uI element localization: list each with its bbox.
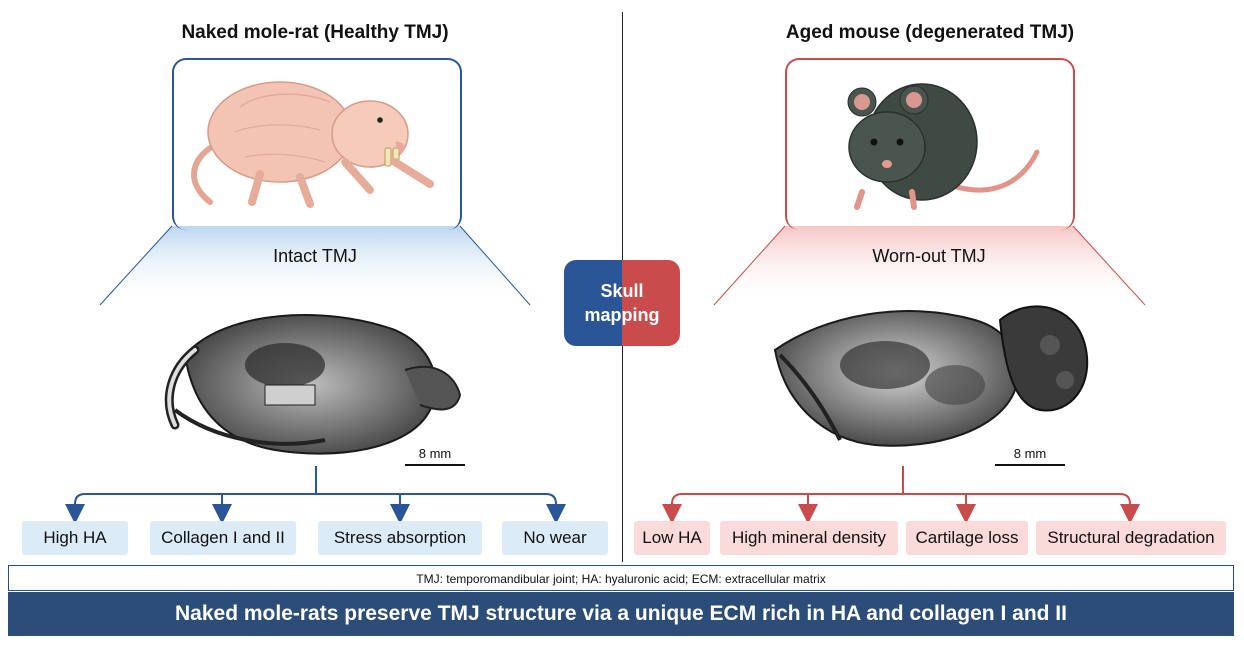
tag-collagen: Collagen I and II (150, 521, 296, 555)
right-panel-title: Aged mouse (degenerated TMJ) (785, 22, 1075, 43)
right-sublabel: Worn-out TMJ (872, 246, 986, 266)
naked-mole-rat-icon (191, 81, 434, 208)
abbreviation-footnote: TMJ: temporomandibular joint; HA: hyalur… (8, 565, 1234, 591)
right-cone (714, 226, 1145, 305)
badge-line-2: mapping (584, 305, 660, 325)
right-cone-edge-left (713, 225, 786, 306)
right-cone-edge-right (1072, 225, 1146, 306)
left-tree (65, 466, 566, 524)
skull-mapping-badge: Skull mapping (564, 260, 680, 346)
mouse-skull-icon (773, 305, 1089, 447)
mole-rat-skull-icon (164, 314, 462, 455)
left-panel-title: Naked mole-rat (Healthy TMJ) (181, 22, 449, 43)
left-sublabel: Intact TMJ (273, 246, 357, 266)
conclusion-banner: Naked mole-rats preserve TMJ structure v… (8, 592, 1234, 636)
left-cone (100, 226, 530, 305)
left-cone-edge-right (459, 225, 531, 306)
right-scale-label: 8 mm (1013, 446, 1047, 461)
tag-low-ha: Low HA (634, 521, 710, 555)
right-animal-frame (785, 58, 1075, 230)
tag-stress-absorption: Stress absorption (318, 521, 482, 555)
badge-line-1: Skull (600, 281, 644, 301)
left-scale-bar (405, 464, 465, 466)
tag-high-ha: High HA (22, 521, 128, 555)
tag-no-wear: No wear (502, 521, 608, 555)
left-cone-edge-left (99, 225, 173, 306)
tag-cartilage-loss: Cartilage loss (906, 521, 1028, 555)
right-tree (662, 466, 1140, 524)
aged-mouse-icon (847, 83, 1040, 210)
left-animal-frame (172, 58, 462, 230)
tag-structural-degradation: Structural degradation (1036, 521, 1226, 555)
tag-high-mineral-density: High mineral density (720, 521, 898, 555)
right-scale-bar (995, 464, 1065, 466)
left-scale-label: 8 mm (418, 446, 452, 461)
